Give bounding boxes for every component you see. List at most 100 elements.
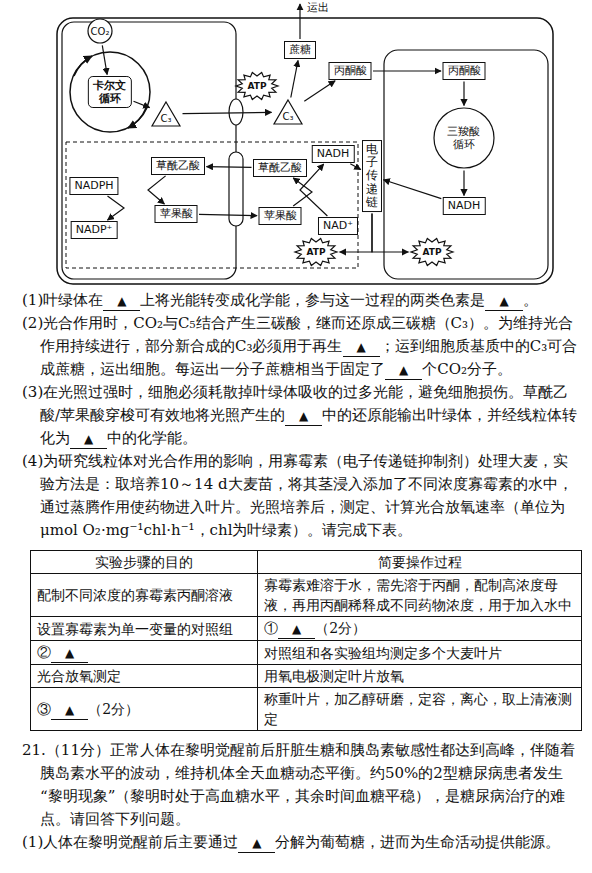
arrow-connector [304,81,335,102]
figure: 卡尔文循环 CO₂ C₃ C₃ 蔗糖 ATP 丙酮酸 丙酮酸三羧酸循环 NADH 电子传递链 NAD… [0,0,592,290]
table-cell: 称重叶片，加乙醇研磨，定容，离心，取上清液测定 [264,691,572,727]
table-cell-box: ③▲（2分） [31,688,258,731]
export-label: 运出 [307,0,329,15]
answer-blank: ▲ [343,338,380,357]
answer-blank: ▲ [385,361,422,380]
question-paragraph: (3)在光照过强时，细胞必须耗散掉叶绿体吸收的过多光能，避免细胞损伤。草酰乙酸/… [22,381,582,450]
question-text: 上将光能转变成化学能，参与这一过程的两类色素是 [140,291,485,309]
node-layer: 卡尔文循环 CO₂ C₃ C₃ 蔗糖 ATP 丙酮酸 丙酮酸三羧酸循环 NADH 电子传递链 NAD… [0,0,592,290]
answer-blank: ▲ [70,430,107,449]
arrow-connector [373,70,441,71]
circle-node: CO₂ [87,18,113,44]
node-label: C₃ [283,111,294,122]
table-cell: 设置寡霉素为单一变量的对照组 [37,621,233,637]
answer-blank: ▲ [278,620,315,639]
node-label: NADH [448,199,481,213]
node-label: NADPH [74,179,113,193]
table-cell-box: 称重叶片，加乙醇研磨，定容，离心，取上清液测定 [258,688,582,731]
table-cell-box: 光合放氧测定 [31,665,258,688]
node-label: ATP [247,81,266,91]
arrow-connector [463,82,464,106]
table-cell-box: 寡霉素难溶于水，需先溶于丙酮，配制高浓度母液，再用丙酮稀释成不同药物浓度，用于加… [258,574,582,617]
process-box: 苹果酸 [155,205,198,223]
arrow-connector [134,101,150,107]
node-label: 电子传递链 [366,143,378,209]
table-cell: 光合放氧测定 [37,668,121,684]
table-cell: 配制不同浓度的寡霉素丙酮溶液 [37,587,233,603]
node-label: 三羧酸循环 [446,125,482,151]
table-cell-box: 配制不同浓度的寡霉素丙酮溶液 [31,574,258,617]
arrow-connector [350,164,360,170]
node-label: ATP [422,247,441,257]
answer-blank: ▲ [238,834,275,853]
table-cell-box: ①▲（2分） [258,617,582,641]
question-paragraph: (4)为研究线粒体对光合作用的影响，用寡霉素（电子传递链抑制剂）处理大麦，实验方… [22,450,582,542]
node-shape [236,72,278,99]
node-label: 草酰乙酸 [258,161,302,175]
answer-blank: ▲ [485,292,522,311]
node-label: 卡尔文循环 [92,79,128,105]
question-paragraph: (2)光合作用时，CO₂与C₅结合产生三碳酸，继而还原成三碳糖（C₃）。为维持光… [22,312,582,381]
export-arrow [299,4,300,39]
table-cell: ① [264,620,278,636]
process-box: NADH [312,145,355,163]
process-box: NAD⁺ [318,217,358,235]
answer-table: 实验步骤的目的 简要操作过程 配制不同浓度的寡霉素丙酮溶液 寡霉素难溶于水，需先溶于… [30,550,582,731]
node-shape [295,238,337,265]
arrow-connector [108,196,125,220]
table-cell: （2分） [88,701,139,717]
arrow-connector [463,171,464,196]
table-header: 实验步骤的目的 [31,551,258,574]
transporter [229,99,243,125]
arrow-connector [183,112,272,113]
node-label: 苹果酸 [264,209,297,223]
node-label: 苹果酸 [160,207,193,221]
node-label: NAD⁺ [323,219,353,233]
arrow-connector [102,45,107,74]
table-cell: ③ [37,701,51,717]
mitochondrion [384,50,548,279]
answer-blank: ▲ [285,407,322,426]
process-box: 丙酮酸 [443,62,486,80]
arrow-connector [383,180,441,199]
question-paragraph: (1)人体在黎明觉醒前后主要通过▲分解为葡萄糖，进而为生命活动提供能源。 [22,831,582,854]
chloroplast [62,22,236,279]
node-label: 丙酮酸 [448,64,481,78]
node-label: ATP [306,247,325,257]
circle-node: 三羧酸循环 [433,107,495,169]
table-header: 简要操作过程 [258,551,582,574]
table-cell: 寡霉素难溶于水，需先溶于丙酮，配制高浓度母液，再用丙酮稀释成不同药物浓度，用于加… [264,577,572,613]
dashed-region [66,142,358,268]
triangle-node: C₃ [273,99,303,125]
process-box: 蔗糖 [284,41,316,59]
table-cell: 实验步骤的目的 [95,554,193,570]
starburst-node: ATP [410,237,454,267]
process-box: 卡尔文循环 [88,76,132,108]
answer-blank: ▲ [51,644,88,663]
node-label: 草酰乙酸 [156,159,200,173]
table-cell-box: 用氧电极测定叶片放氧 [258,665,582,688]
process-box: 丙酮酸 [329,62,372,80]
arrow-connector [372,214,409,253]
node-shape [411,238,453,265]
cycle-arrow [128,108,146,128]
calvin-cycle-ring [70,52,150,132]
answer-blank: ▲ [103,292,140,311]
node-label: 蔗糖 [289,43,311,57]
process-box: 电子传递链 [362,140,382,212]
arrow-connector [199,214,257,215]
node-label: 丙酮酸 [334,64,367,78]
table-cell: ② [37,644,51,660]
question-text: (4)为研究线粒体对光合作用的影响，用寡霉素（电子传递链抑制剂）处理大麦，实验方… [22,452,573,539]
table-cell: 对照组和各实验组均测定多个大麦叶片 [264,645,502,661]
starburst-node: ATP [294,237,338,267]
table-cell-box: 设置寡霉素为单一变量的对照组 [31,617,258,641]
node-label: NADP⁺ [76,223,113,237]
process-box: NADH [443,197,486,215]
triangle-node: C₃ [151,101,181,127]
arrow-connector [148,176,166,204]
table-cell: （2分） [315,620,366,636]
cell-membrane [57,18,553,284]
cycle-arrow [74,56,92,76]
arrow-connector [291,61,298,98]
